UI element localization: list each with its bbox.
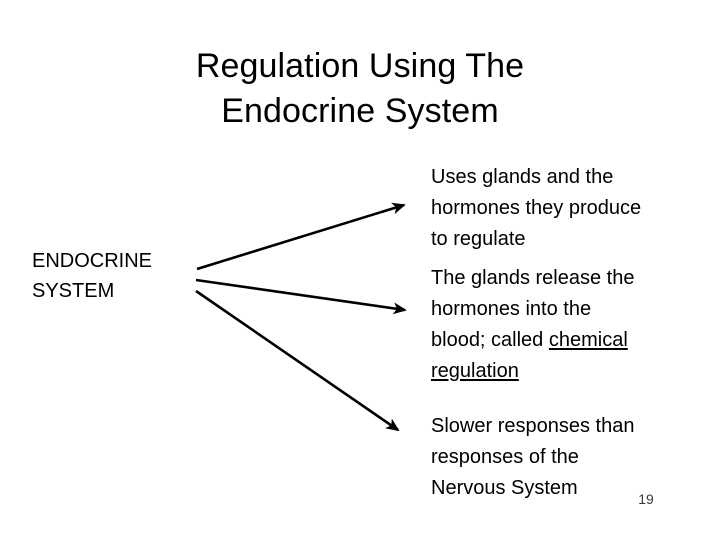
block-3-line-3: Nervous System <box>431 477 578 499</box>
body-block-uses-glands: Uses glands and the hormones they produc… <box>431 162 699 255</box>
block-2-line-4: regulation <box>431 356 699 387</box>
slide-number: 19 <box>638 491 654 507</box>
block-1-line-1: Uses glands and the <box>431 166 614 188</box>
block-2-line-3: blood; called chemical <box>431 325 699 356</box>
arrow-to-block-2 <box>195 278 407 315</box>
block-2-term-regulation: regulation <box>431 360 519 382</box>
block-1-line-2: hormones they produce <box>431 197 642 219</box>
page-title: Regulation Using The Endocrine System <box>40 44 680 134</box>
block-2-line-2: hormones into the <box>431 298 592 320</box>
block-2-line-3-plain: blood; called <box>431 329 549 351</box>
arrow-to-block-1 <box>196 202 406 271</box>
source-label-line-1: ENDOCRINE <box>32 250 153 272</box>
body-block-chemical-regulation: The glands release the hormones into the… <box>431 263 699 387</box>
block-3-line-2: responses of the <box>431 446 579 468</box>
block-2-term-chemical: chemical <box>548 329 628 351</box>
block-2-line-1: The glands release the <box>431 267 635 289</box>
source-label-endocrine-system: ENDOCRINE SYSTEM <box>32 246 212 306</box>
title-line-1: Regulation Using The <box>195 47 525 85</box>
block-3-line-1: Slower responses than <box>431 415 635 437</box>
block-1-line-3: to regulate <box>431 228 526 250</box>
body-block-slower-responses: Slower responses than responses of the N… <box>431 411 699 504</box>
arrow-to-block-3 <box>195 289 400 432</box>
title-line-2: Endocrine System <box>221 92 499 130</box>
source-label-line-2: SYSTEM <box>32 280 115 302</box>
